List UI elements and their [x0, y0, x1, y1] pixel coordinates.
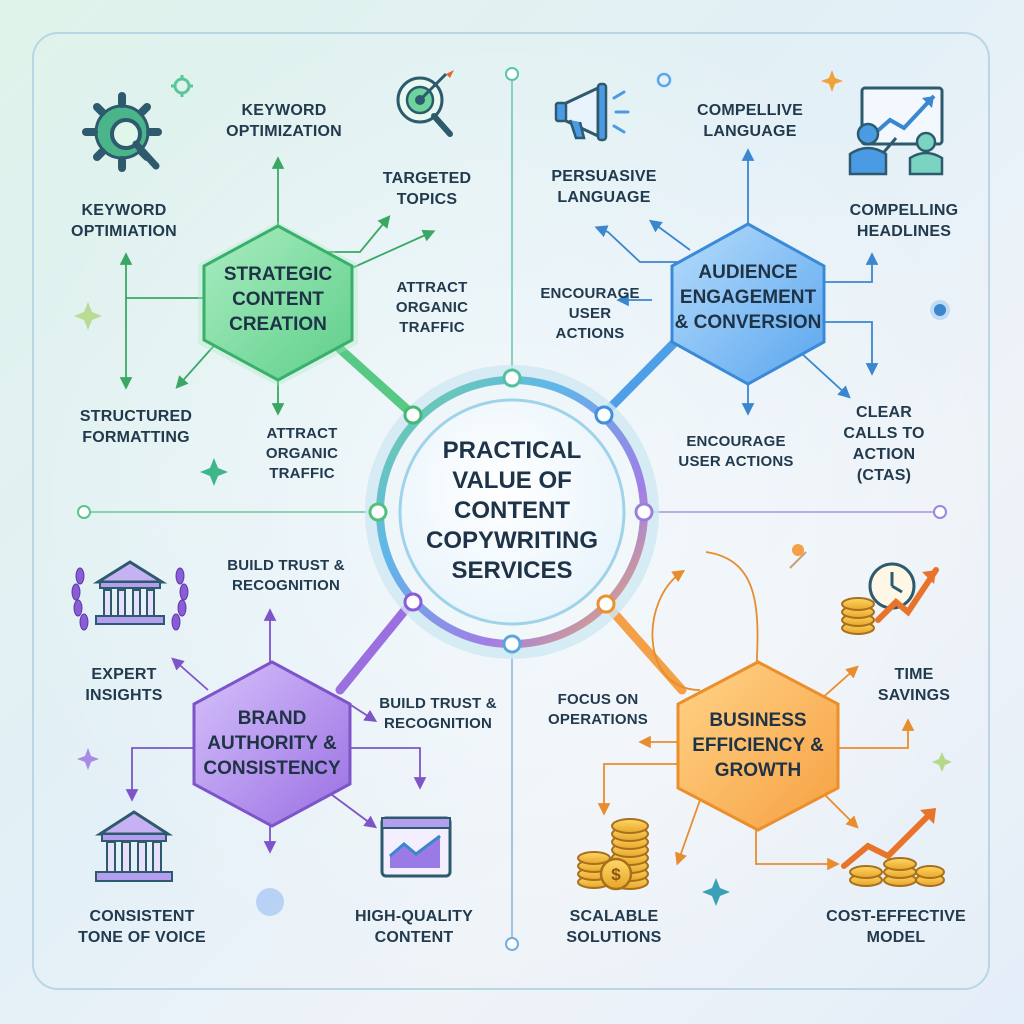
megaphone-icon [554, 82, 630, 142]
hex-audience [670, 222, 826, 386]
label-attract-organic-traffic-bottom: ATTRACT ORGANIC TRAFFIC [265, 425, 339, 482]
gear-magnifier-icon [82, 92, 162, 172]
quadrant-dividers [77, 67, 947, 951]
label-build-trust-right: BUILD TRUST & RECOGNITION [379, 695, 497, 732]
small-gear-icon [171, 75, 193, 97]
label-attract-organic-traffic-right: ATTRACT ORGANIC TRAFFIC [395, 279, 469, 336]
decorations [74, 70, 952, 916]
label-clear-calls-to-action: CLEAR CALLS TO ACTION (CTAs) [843, 404, 925, 484]
label-cost-effective-model: COST-EFFECTIVE MODEL [826, 908, 966, 946]
hex-title-business: BUSINESS EFFICIENCY & GROWTH [692, 710, 824, 781]
label-expert-insights: EXPERT INSIGHTS [85, 666, 163, 704]
label-focus-on-operations: FOCUS ON OPERATIONS [547, 691, 649, 728]
label-compellive-language: COMPELLIVE LANGUAGE [696, 102, 803, 140]
laurel-building-icon [71, 560, 189, 631]
hex-title-brand: BRAND AUTHORITY & CONSISTENCY [203, 708, 341, 779]
hex-title-audience: AUDIENCE ENGAGEMENT & CONVERSION [674, 262, 822, 333]
browser-chart-icon [380, 816, 452, 878]
label-compelling-headlines: COMPELLING HEADLINES [849, 202, 959, 240]
center-title: PRACTICAL VALUE OF CONTENT COPYWRITING S… [426, 437, 598, 584]
coins-growth-arrow-icon [841, 808, 945, 887]
label-build-trust-top: BUILD TRUST & RECOGNITION [227, 557, 345, 594]
building-icon [94, 810, 174, 882]
label-structured-formatting: STRUCTURED FORMATTING [79, 408, 193, 446]
label-encourage-user-actions-bottom: ENCOURAGE USER ACTIONS [678, 433, 794, 470]
target-arrow-icon [396, 70, 454, 137]
clock-coins-arrow-icon [841, 562, 939, 635]
svg-text:$: $ [611, 865, 621, 884]
presentation-chart-icon [848, 86, 944, 176]
center-node [365, 365, 659, 659]
label-keyword-optimiation: KEYWORD OPTIMIATION [71, 202, 177, 240]
label-targeted-topics: TARGETED TOPICS [382, 170, 472, 208]
business-arrows [597, 551, 915, 871]
label-encourage-user-actions-left: ENCOURAGE USER ACTIONS [540, 285, 640, 342]
label-scalable-solutions: SCALABLE SOLUTIONS [566, 908, 662, 946]
label-high-quality-content: HIGH-QUALITY CONTENT [355, 908, 473, 946]
label-persuasive-language: PERSUASIVE LANGUAGE [551, 168, 657, 206]
hex-strategic [198, 222, 358, 386]
label-keyword-optimization: KEYWORD OPTIMIZATION [226, 102, 342, 140]
label-consistent-tone-of-voice: CONSISTENT TONE OF VOICE [78, 908, 206, 946]
label-time-savings: TIME SAVINGS [877, 666, 951, 704]
hex-title-strategic: STRATEGIC CONTENT CREATION [223, 264, 333, 335]
hex-business [676, 660, 840, 832]
hex-brand [192, 660, 352, 828]
coin-stack-dollar-icon: $ [577, 818, 649, 891]
hex-connectors [325, 330, 687, 695]
